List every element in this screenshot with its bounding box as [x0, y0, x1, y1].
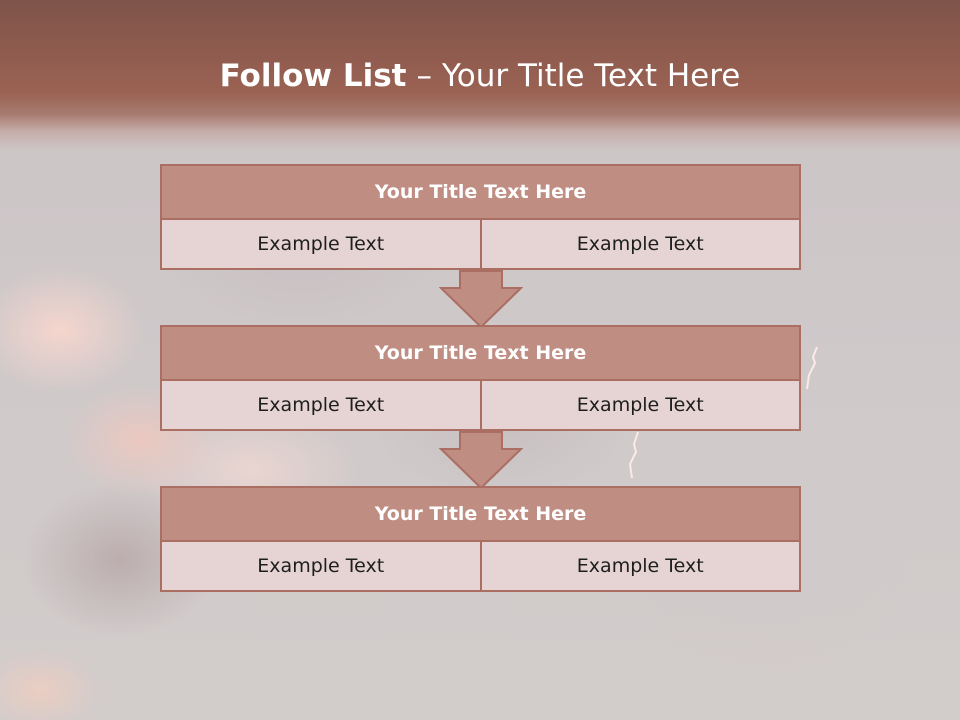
lightning-bolt-center: [628, 431, 639, 479]
down-arrow-icon: [439, 431, 523, 489]
step-2-cell-right: Example Text: [479, 381, 800, 429]
step-3-cell-right: Example Text: [479, 542, 800, 590]
slide-title: Follow List–Your Title Text Here: [0, 54, 960, 98]
step-row-2: Example Text Example Text: [160, 381, 801, 431]
title-subtitle: Your Title Text Here: [441, 58, 741, 94]
step-block-1: Your Title Text Here Example Text Exampl…: [160, 164, 801, 270]
step-row-1: Example Text Example Text: [160, 220, 801, 270]
down-arrow-icon: [439, 270, 523, 328]
header-band: [0, 0, 960, 150]
step-title-1: Your Title Text Here: [160, 164, 801, 220]
step-2-cell-left: Example Text: [257, 394, 385, 416]
step-title-2: Your Title Text Here: [160, 325, 801, 381]
step-1-cell-right: Example Text: [479, 220, 800, 268]
title-main: Follow List: [219, 58, 407, 94]
step-title-3: Your Title Text Here: [160, 486, 801, 542]
step-block-3: Your Title Text Here Example Text Exampl…: [160, 486, 801, 592]
title-separator: –: [416, 58, 432, 94]
step-block-2: Your Title Text Here Example Text Exampl…: [160, 325, 801, 431]
step-row-3: Example Text Example Text: [160, 542, 801, 592]
step-1-cell-left: Example Text: [257, 233, 385, 255]
step-3-cell-left: Example Text: [257, 555, 385, 577]
